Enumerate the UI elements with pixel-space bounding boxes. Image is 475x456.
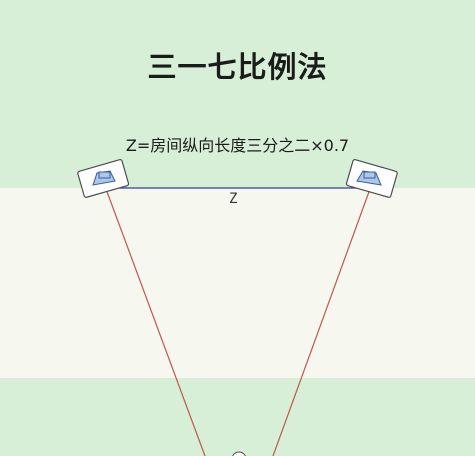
background-band-middle — [0, 188, 475, 378]
background-band-top — [0, 0, 475, 188]
background-band-bottom — [0, 378, 475, 456]
right-speaker-icon — [345, 159, 398, 198]
formula-text: Z=房间纵向长度三分之二×0.7 — [125, 136, 350, 155]
left-sight-line — [105, 188, 206, 456]
right-sight-line — [272, 188, 371, 456]
diagram-title: 三一七比例法 — [147, 50, 328, 84]
listener-head-icon — [232, 451, 246, 456]
distance-z-label: Z — [229, 191, 238, 207]
left-speaker-icon — [77, 159, 130, 198]
